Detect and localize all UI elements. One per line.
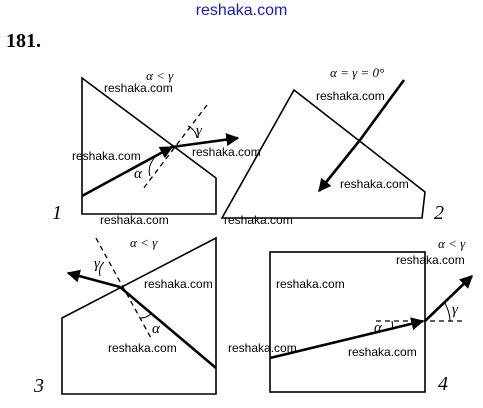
watermark[interactable]: reshaka.com <box>104 81 173 95</box>
angle-alpha-3: α <box>152 321 161 337</box>
figure-3: α < γ α γ 3 reshaka.com reshaka.com <box>33 235 217 397</box>
figure-number-1: 1 <box>52 202 62 224</box>
prism-outline-1 <box>81 76 217 215</box>
watermark[interactable]: reshaka.com <box>100 213 169 227</box>
incident-ray-2 <box>358 79 406 141</box>
refracted-ray-2 <box>317 139 362 193</box>
angle-alpha-4: α <box>374 320 383 336</box>
angle-arc-gamma-1 <box>187 125 198 139</box>
watermark[interactable]: reshaka.com <box>72 149 141 163</box>
normal-line-3 <box>95 237 152 339</box>
angle-gamma-3: γ <box>94 256 101 272</box>
refracted-ray-3 <box>66 269 121 289</box>
figure-number-4: 4 <box>438 373 448 395</box>
angle-gamma-4: γ <box>452 302 459 318</box>
incident-ray-3 <box>119 286 217 369</box>
watermark[interactable]: reshaka.com <box>192 145 261 159</box>
condition-label-4: α < γ <box>438 236 466 251</box>
watermark[interactable]: reshaka.com <box>316 89 385 103</box>
watermark[interactable]: reshaka.com <box>108 341 177 355</box>
watermark[interactable]: reshaka.com <box>276 277 345 291</box>
watermark[interactable]: reshaka.com <box>348 345 417 359</box>
watermark[interactable]: reshaka.com <box>224 213 293 227</box>
figure-4: α < γ α γ 4 reshaka.com reshaka.com resh… <box>228 236 473 395</box>
condition-label-2: α = γ = 0° <box>330 65 384 80</box>
condition-label-3: α < γ <box>130 235 158 250</box>
watermark[interactable]: reshaka.com <box>144 277 213 291</box>
condition-label-1: α < γ <box>146 68 174 83</box>
watermark[interactable]: reshaka.com <box>228 341 297 355</box>
angle-alpha-1: α <box>134 166 143 182</box>
problem-number: 181. <box>6 30 41 52</box>
angle-arc-alpha-1 <box>148 156 156 177</box>
angle-arc-alpha-4 <box>391 320 393 331</box>
watermark[interactable]: reshaka.com <box>396 253 465 267</box>
figure-2: α = γ = 0° 2 reshaka.com reshaka.com res… <box>220 65 444 227</box>
figure-1: α < γ α γ 1 reshaka.com reshaka.com resh… <box>52 68 261 227</box>
incident-ray-1 <box>81 145 174 198</box>
site-watermark-header[interactable]: reshaka.com <box>195 2 288 19</box>
angle-gamma-1: γ <box>196 123 203 139</box>
angle-arc-gamma-3 <box>99 261 105 277</box>
refracted-ray-1 <box>171 133 240 149</box>
angle-arc-alpha-3 <box>140 312 153 319</box>
refracted-ray-4 <box>424 275 473 322</box>
angle-arc-gamma-4 <box>444 302 451 322</box>
prism-outline-3 <box>61 236 217 395</box>
prism-outline-2 <box>220 88 426 219</box>
incident-ray-4 <box>269 317 425 360</box>
prism-outline-4 <box>269 251 426 393</box>
watermark[interactable]: reshaka.com <box>340 177 409 191</box>
figure-number-3: 3 <box>33 375 44 397</box>
figure-number-2: 2 <box>434 202 444 224</box>
